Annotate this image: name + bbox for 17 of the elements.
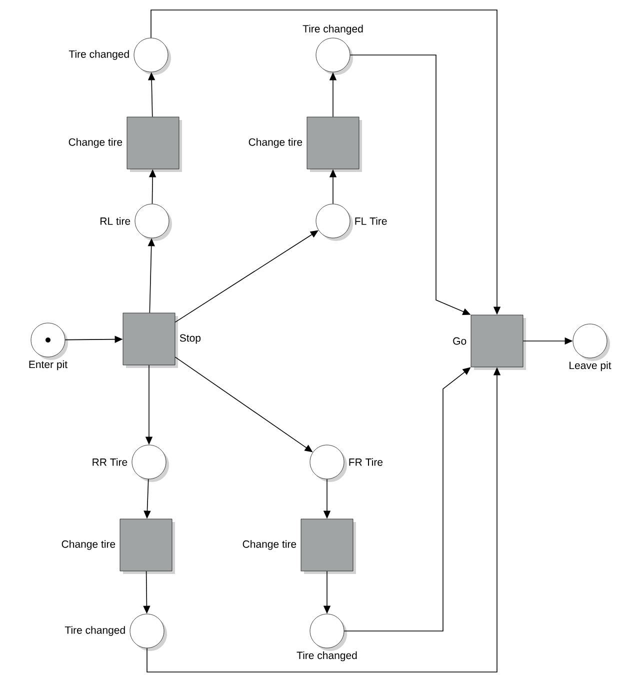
node-label: Leave pit: [570, 361, 612, 372]
node-label: Tire changed: [302, 24, 363, 35]
node-label: Tire changed: [296, 651, 357, 662]
node-label: Change tire: [62, 540, 116, 550]
node-label: Change tire: [242, 540, 296, 550]
node-label: Tire changed: [64, 626, 125, 636]
node-label: FR Tire: [349, 458, 383, 466]
node-label: Change tire: [68, 138, 122, 148]
node-label: Tire changed: [68, 50, 129, 60]
node-label: Enter pit: [29, 360, 68, 370]
node-label: Go: [453, 337, 466, 345]
node-label: RL tire: [100, 217, 130, 225]
node-label: Change tire: [248, 138, 302, 148]
arrow: [174, 230, 318, 323]
node-label: Stop: [180, 334, 201, 344]
node-label: FL Tire: [355, 217, 387, 225]
node-label: RR Tire: [92, 458, 128, 466]
